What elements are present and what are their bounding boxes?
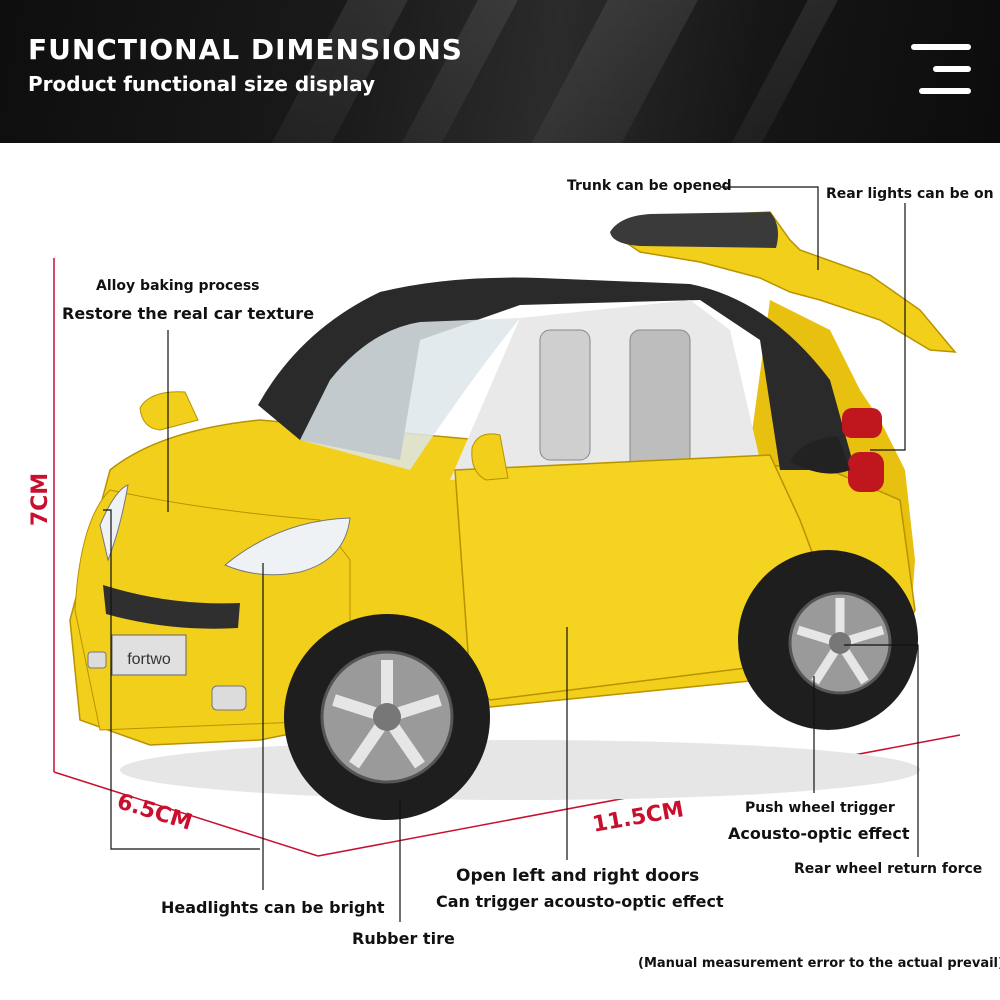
dimension-height: 7CM xyxy=(28,472,54,527)
callout-doors: Open left and right doors xyxy=(456,866,700,886)
callout-rear-wheel: Rear wheel return force xyxy=(794,861,983,877)
callout-push-wheel: Push wheel trigger xyxy=(745,800,895,816)
callout-push-effect: Acousto-optic effect xyxy=(728,824,910,843)
car-model: fortwo xyxy=(69,211,957,820)
page-title: FUNCTIONAL DIMENSIONS xyxy=(28,33,463,66)
page-subtitle: Product functional size display xyxy=(28,72,376,96)
callout-rubber-tire: Rubber tire xyxy=(352,929,455,948)
header-banner: FUNCTIONAL DIMENSIONS Product functional… xyxy=(0,0,1000,143)
callout-rear-lights: Rear lights can be on xyxy=(826,186,994,202)
callout-alloy: Alloy baking process xyxy=(96,278,260,294)
callout-headlights: Headlights can be bright xyxy=(161,898,385,917)
callout-doors-effect: Can trigger acousto-optic effect xyxy=(436,892,724,911)
measurement-note: (Manual measurement error to the actual … xyxy=(638,956,1000,971)
car-shadow xyxy=(120,740,920,800)
hamburger-menu-icon[interactable] xyxy=(905,44,971,94)
callout-leader-lines xyxy=(103,186,919,922)
callout-trunk: Trunk can be opened xyxy=(567,178,732,194)
product-badge: fortwo xyxy=(127,651,171,668)
callout-texture: Restore the real car texture xyxy=(62,304,315,323)
